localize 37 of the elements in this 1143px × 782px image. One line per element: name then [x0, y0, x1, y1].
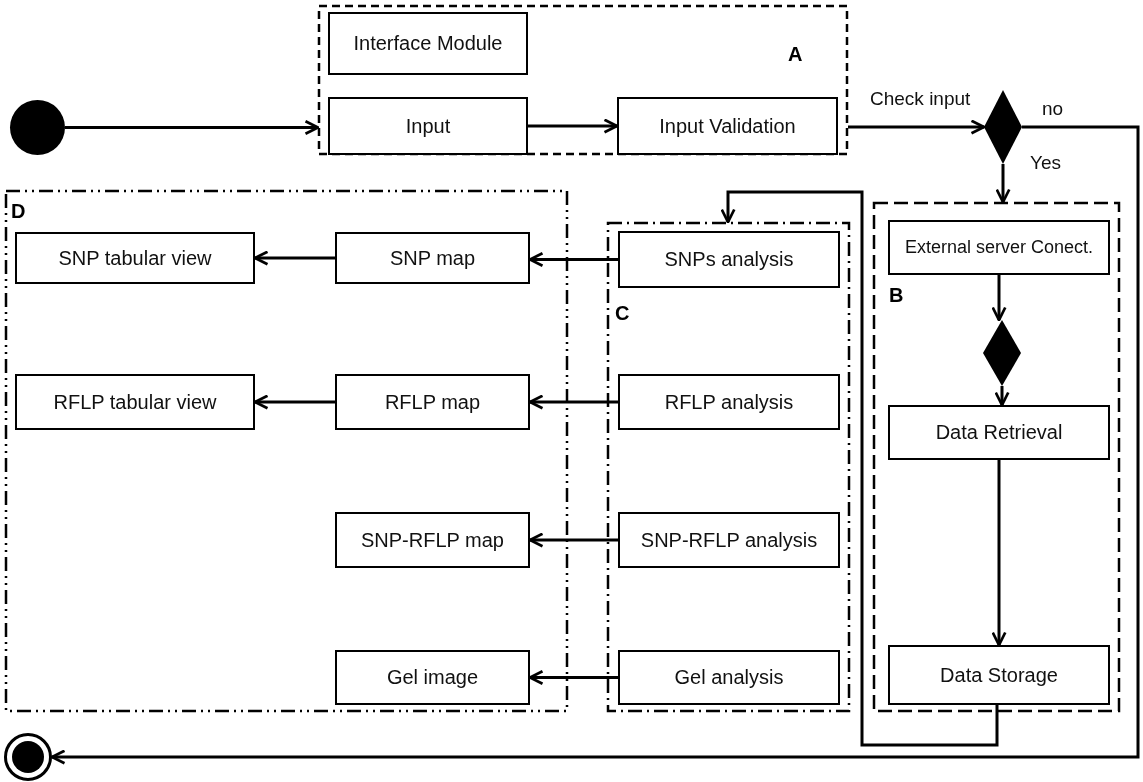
start-node-circle — [10, 100, 65, 155]
arrow — [995, 164, 1011, 204]
process-box: SNP-RFLP analysis — [618, 512, 840, 568]
process-box: Gel image — [335, 650, 530, 705]
process-box: Data Storage — [888, 645, 1110, 705]
arrow — [991, 460, 1007, 647]
arrow — [50, 125, 1140, 765]
group-frame — [318, 5, 848, 155]
arrow — [994, 386, 1010, 407]
group-letter: B — [889, 284, 904, 307]
arrow — [65, 119, 320, 136]
process-box: Data Retrieval — [888, 405, 1110, 460]
decision-diamond — [984, 90, 1022, 164]
decision-diamond — [983, 320, 1021, 386]
group-frame — [873, 202, 1120, 712]
group-frame — [607, 222, 850, 712]
group-letter: A — [788, 43, 803, 66]
process-box: RFLP tabular view — [15, 374, 255, 430]
process-box: SNP map — [335, 232, 530, 284]
arrow — [720, 190, 999, 747]
group-frame — [5, 190, 568, 712]
process-box: SNPs analysis — [618, 231, 840, 288]
final-node-circle — [4, 733, 52, 781]
arrow — [991, 275, 1007, 322]
arrow — [848, 119, 986, 135]
process-box: Gel analysis — [618, 650, 840, 705]
group-letter: C — [615, 302, 630, 325]
arrow — [528, 118, 619, 134]
process-box: RFLP map — [335, 374, 530, 430]
process-box: RFLP analysis — [618, 374, 840, 430]
process-box: Input Validation — [617, 97, 838, 155]
process-box: Input — [328, 97, 528, 155]
process-box: SNP tabular view — [15, 232, 255, 284]
group-letter: D — [11, 200, 26, 223]
process-box: SNP-RFLP map — [335, 512, 530, 568]
process-box: Interface Module — [328, 12, 528, 75]
process-box: External server Conect. — [888, 220, 1110, 275]
